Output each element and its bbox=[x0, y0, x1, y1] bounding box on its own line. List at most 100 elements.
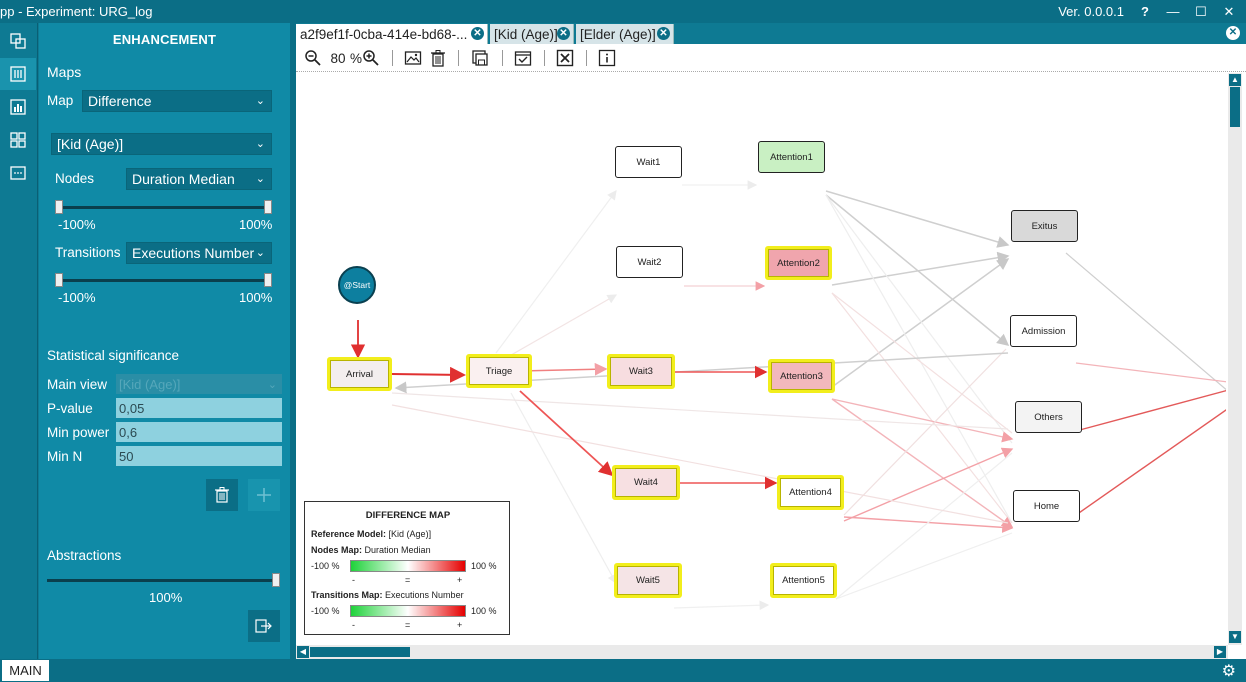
transitions-max-thumb[interactable] bbox=[264, 273, 272, 287]
zoom-in-icon bbox=[363, 50, 379, 66]
zoom-out-icon bbox=[305, 50, 321, 66]
node-admission[interactable]: Admission bbox=[1010, 315, 1077, 347]
node-attention4[interactable]: Attention4 bbox=[777, 475, 844, 510]
legend-nodes-minus: - bbox=[352, 575, 355, 585]
help-icon[interactable]: ? bbox=[1141, 4, 1149, 19]
main-view-value: [Kid (Age)] bbox=[119, 376, 181, 392]
close-box-icon bbox=[556, 49, 574, 67]
horizontal-scroll-thumb[interactable] bbox=[310, 647, 410, 657]
process-map-edges bbox=[350, 180, 1226, 611]
pvalue-input[interactable]: 0,05 bbox=[116, 398, 282, 418]
reference-select[interactable]: [Kid (Age)] ⌄ bbox=[51, 133, 272, 155]
node-triage[interactable]: Triage bbox=[466, 354, 532, 388]
minpower-input[interactable]: 0,6 bbox=[116, 422, 282, 442]
toolbar-divider bbox=[392, 50, 393, 66]
close-tab-icon[interactable]: ✕ bbox=[557, 27, 570, 40]
close-document-icon[interactable]: ✕ bbox=[1226, 26, 1240, 40]
main-tab[interactable]: MAIN bbox=[2, 660, 49, 681]
settings-gears-icon[interactable]: ⚙ bbox=[1221, 663, 1236, 680]
chevron-down-icon: ⌄ bbox=[255, 138, 265, 150]
node-others[interactable]: Others bbox=[1015, 401, 1082, 433]
process-map-canvas[interactable]: @Start Arrival Triage Wait1 Wait2 Wait3 … bbox=[296, 73, 1226, 645]
panel-title: ENHANCEMENT bbox=[112, 32, 217, 47]
transitions-min-thumb[interactable] bbox=[55, 273, 63, 287]
tab-model[interactable]: a2f9ef1f-0cba-414e-bd68-... ✕ bbox=[296, 24, 488, 44]
nodes-min-thumb[interactable] bbox=[55, 200, 63, 214]
scroll-down-icon[interactable]: ▼ bbox=[1229, 631, 1241, 643]
select-all-button[interactable] bbox=[514, 49, 532, 67]
save-icon bbox=[472, 50, 488, 66]
pvalue-label: P-value bbox=[47, 401, 93, 416]
bar-chart-icon bbox=[10, 99, 26, 115]
close-window-button[interactable]: ✕ bbox=[1223, 3, 1235, 19]
legend-title: DIFFERENCE MAP bbox=[365, 510, 451, 521]
close-tab-icon[interactable]: ✕ bbox=[471, 27, 484, 40]
trash-icon bbox=[215, 487, 229, 503]
vertical-scroll-thumb[interactable] bbox=[1230, 87, 1240, 127]
models-rail-button[interactable] bbox=[0, 25, 36, 57]
legend-reference-row: Reference Model: [Kid (Age)] bbox=[311, 529, 431, 539]
zoom-value[interactable]: 80 bbox=[330, 50, 346, 66]
tab-label: [Kid (Age)] bbox=[494, 26, 558, 42]
save-button[interactable] bbox=[471, 49, 489, 67]
map-select-value: Difference bbox=[88, 93, 152, 109]
minimize-button[interactable]: — bbox=[1166, 4, 1180, 19]
node-wait3[interactable]: Wait3 bbox=[607, 354, 675, 389]
transitions-select-value: Executions Number bbox=[132, 245, 255, 261]
abstractions-thumb[interactable] bbox=[272, 573, 280, 587]
node-home[interactable]: Home bbox=[1013, 490, 1080, 522]
delete-button[interactable] bbox=[206, 479, 238, 511]
start-node[interactable]: @Start bbox=[338, 266, 376, 304]
grid-rail-button[interactable] bbox=[0, 124, 36, 156]
node-attention1[interactable]: Attention1 bbox=[758, 141, 825, 173]
graph-toolbar: 80 % bbox=[296, 44, 1246, 72]
map-select[interactable]: Difference ⌄ bbox=[82, 90, 272, 112]
nodes-select[interactable]: Duration Median ⌄ bbox=[126, 168, 272, 190]
clear-button[interactable] bbox=[429, 49, 447, 67]
scroll-left-icon[interactable]: ◀ bbox=[297, 646, 309, 658]
statistics-rail-button[interactable] bbox=[0, 91, 36, 123]
close-tab-icon[interactable]: ✕ bbox=[657, 27, 670, 40]
legend-trans-plus: + bbox=[457, 620, 463, 630]
node-attention2[interactable]: Attention2 bbox=[765, 246, 832, 280]
tab-elder-age[interactable]: [Elder (Age)] ✕ bbox=[576, 24, 674, 44]
more-rail-button[interactable] bbox=[0, 157, 36, 189]
tab-kid-age[interactable]: [Kid (Age)] ✕ bbox=[490, 24, 574, 44]
nodes-min-label: -100% bbox=[58, 217, 96, 232]
node-wait2[interactable]: Wait2 bbox=[616, 246, 683, 278]
vertical-scrollbar[interactable]: ▲ ▼ bbox=[1228, 73, 1242, 645]
node-wait4[interactable]: Wait4 bbox=[612, 465, 680, 500]
export-button[interactable] bbox=[248, 610, 280, 642]
info-button[interactable] bbox=[598, 49, 616, 67]
scroll-up-icon[interactable]: ▲ bbox=[1229, 74, 1241, 86]
node-wait1[interactable]: Wait1 bbox=[615, 146, 682, 178]
icon-rail bbox=[0, 23, 38, 659]
legend-nodes-label: Nodes Map: bbox=[311, 545, 363, 555]
node-wait5[interactable]: Wait5 bbox=[614, 563, 682, 598]
add-button[interactable] bbox=[248, 479, 280, 511]
transitions-select[interactable]: Executions Number ⌄ bbox=[126, 242, 272, 264]
legend-nodes-equal: = bbox=[405, 575, 411, 585]
node-exitus[interactable]: Exitus bbox=[1011, 210, 1078, 242]
enhancement-rail-button[interactable] bbox=[0, 58, 36, 90]
zoom-in-button[interactable] bbox=[362, 49, 380, 67]
main-view-label: Main view bbox=[47, 377, 108, 392]
panel-splitter[interactable] bbox=[290, 23, 296, 659]
maximize-button[interactable]: ☐ bbox=[1195, 3, 1207, 19]
node-arrival[interactable]: Arrival bbox=[327, 357, 392, 391]
node-attention3[interactable]: Attention3 bbox=[768, 359, 835, 393]
export-image-button[interactable] bbox=[404, 49, 422, 67]
node-attention5[interactable]: Attention5 bbox=[770, 563, 837, 598]
chevron-down-icon: ⌄ bbox=[255, 173, 265, 185]
zoom-out-button[interactable] bbox=[304, 49, 322, 67]
legend-trans-minus: - bbox=[352, 620, 355, 630]
zoom-unit: % bbox=[350, 50, 363, 66]
minn-input[interactable]: 50 bbox=[116, 446, 282, 466]
nodes-max-thumb[interactable] bbox=[264, 200, 272, 214]
horizontal-scrollbar[interactable]: ◀ ▶ bbox=[296, 645, 1228, 659]
scroll-right-icon[interactable]: ▶ bbox=[1214, 646, 1226, 658]
transitions-max-label: 100% bbox=[239, 290, 273, 305]
legend-trans-gradient bbox=[350, 605, 466, 617]
title-bar: pp - Experiment: URG_log Ver. 0.0.0.1 ? … bbox=[0, 0, 1246, 23]
close-graph-button[interactable] bbox=[556, 49, 574, 67]
